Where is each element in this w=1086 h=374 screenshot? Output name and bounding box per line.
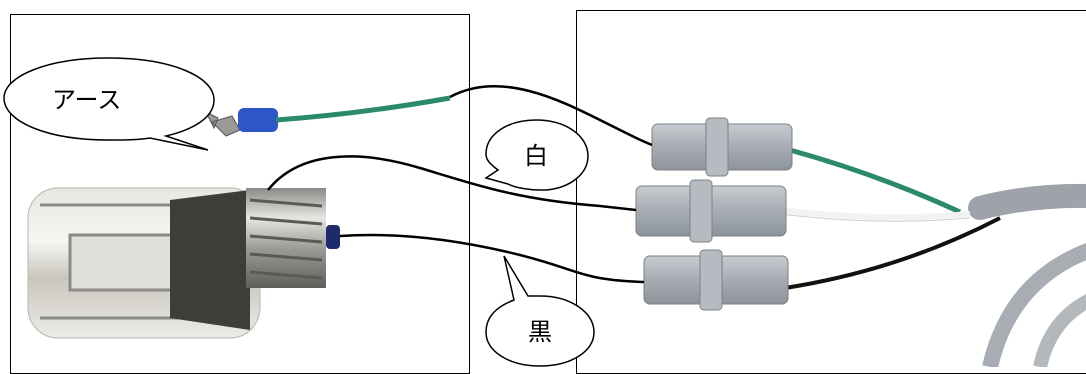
- white-wire-outline: [779, 213, 971, 222]
- callout-black: 黒: [485, 255, 595, 367]
- lamp-neck: [170, 190, 250, 330]
- black-leader-line: [339, 233, 645, 284]
- crimp-sleeve-blue: [238, 108, 278, 132]
- earth-wire-out: [789, 147, 962, 215]
- connector-white: [635, 179, 787, 243]
- callout-earth-bubble: [3, 57, 215, 151]
- callout-black-bubble: [485, 255, 595, 367]
- earth-wire-green: [275, 95, 451, 123]
- cable-coil: [982, 242, 1086, 367]
- earth-lead: [204, 95, 451, 137]
- callout-earth: アース: [3, 57, 215, 151]
- leader-lines: [267, 85, 653, 284]
- connector-earth: [651, 117, 793, 177]
- spade-terminal: [204, 110, 241, 137]
- callout-white-label: 白: [524, 142, 548, 170]
- cable-assembly: [635, 117, 1086, 367]
- lamp-screw-threads: [249, 198, 323, 280]
- cable-coil-2: [1033, 294, 1086, 367]
- white-leader-line: [267, 155, 637, 212]
- cable-sheath: [968, 183, 1086, 220]
- callout-earth-label: アース: [52, 86, 121, 114]
- callout-black-label: 黒: [528, 318, 552, 346]
- lamp-base-contact: [326, 225, 340, 249]
- connector-black: [643, 249, 789, 311]
- earth-leader-line: [449, 85, 653, 147]
- callout-white: 白: [484, 119, 589, 191]
- black-wire-out: [784, 216, 1001, 290]
- callout-white-bubble: [484, 119, 589, 191]
- white-wire-out: [779, 207, 971, 221]
- lamp: [27, 187, 340, 339]
